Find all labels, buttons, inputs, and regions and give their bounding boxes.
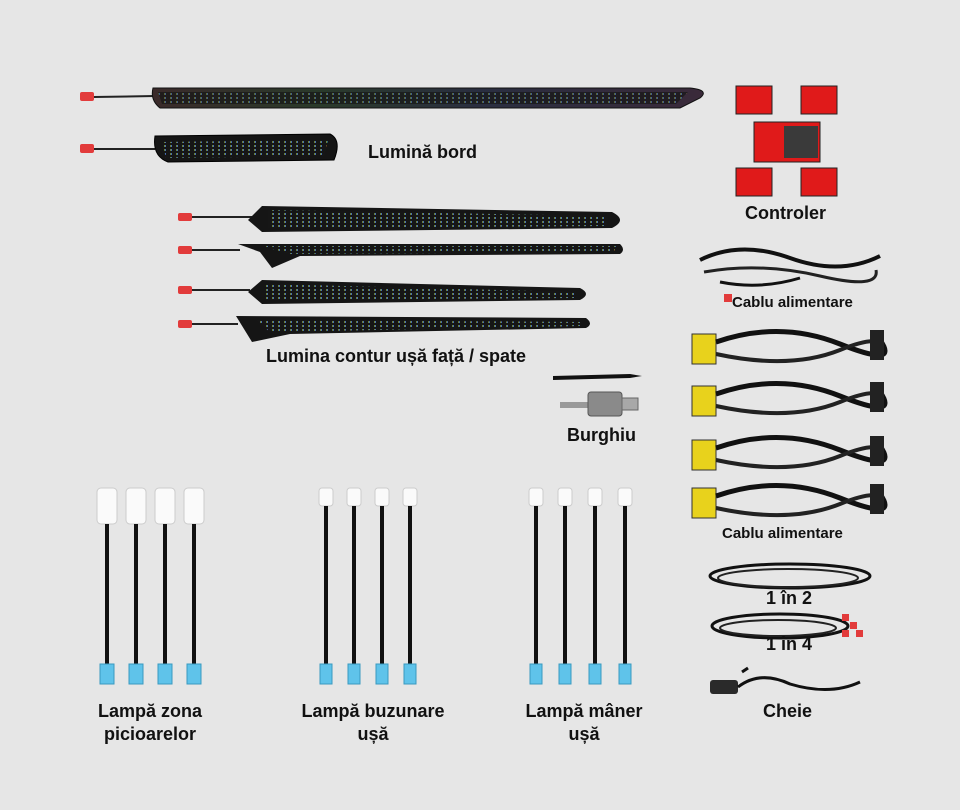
dashboard-light-strip-long	[80, 87, 704, 109]
splitter-cable-1-to-4	[710, 612, 863, 640]
door-contour-strips	[178, 206, 623, 342]
label-controller: Controler	[745, 203, 826, 223]
splitter-cable-1-to-2	[708, 562, 872, 590]
label-power-cable-bottom: Cablu alimentare	[722, 525, 843, 542]
label-handle-lamp: Lampă mâner ușă	[514, 700, 654, 746]
label-dashboard-light: Lumină bord	[368, 142, 477, 162]
key-cable	[710, 666, 861, 694]
power-cable-harness-set	[691, 329, 888, 519]
drill-holder	[560, 391, 639, 417]
label-foot-lamp: Lampă zona picioarelor	[80, 700, 220, 746]
label-pocket-lamp-line1: Lampă buzunare	[301, 701, 445, 721]
label-drill: Burghiu	[567, 425, 636, 445]
label-one-to-two: 1 în 2	[766, 588, 813, 608]
label-handle-lamp-line2: ușă	[568, 724, 600, 744]
label-pocket-lamp: Lampă buzunare ușă	[290, 700, 456, 746]
label-foot-lamp-line2: picioarelor	[103, 724, 197, 744]
label-power-cable-top: Cablu alimentare	[732, 294, 853, 311]
label-one-to-four: 1 în 4	[766, 634, 813, 654]
label-foot-lamp-line1: Lampă zona	[97, 701, 203, 721]
power-cable-harness-top	[699, 247, 881, 302]
dashboard-light-strip-short	[80, 133, 338, 163]
door-pocket-lamps	[318, 487, 418, 685]
label-handle-lamp-line1: Lampă mâner	[525, 701, 643, 721]
label-pocket-lamp-line2: ușă	[357, 724, 389, 744]
controller-boxes	[735, 85, 838, 197]
door-handle-lamps	[528, 487, 633, 685]
label-key: Cheie	[763, 701, 813, 721]
label-door-contour: Lumina contur ușă față / spate	[266, 346, 527, 366]
drill-bit	[553, 374, 642, 380]
foot-zone-lamps	[96, 487, 205, 685]
